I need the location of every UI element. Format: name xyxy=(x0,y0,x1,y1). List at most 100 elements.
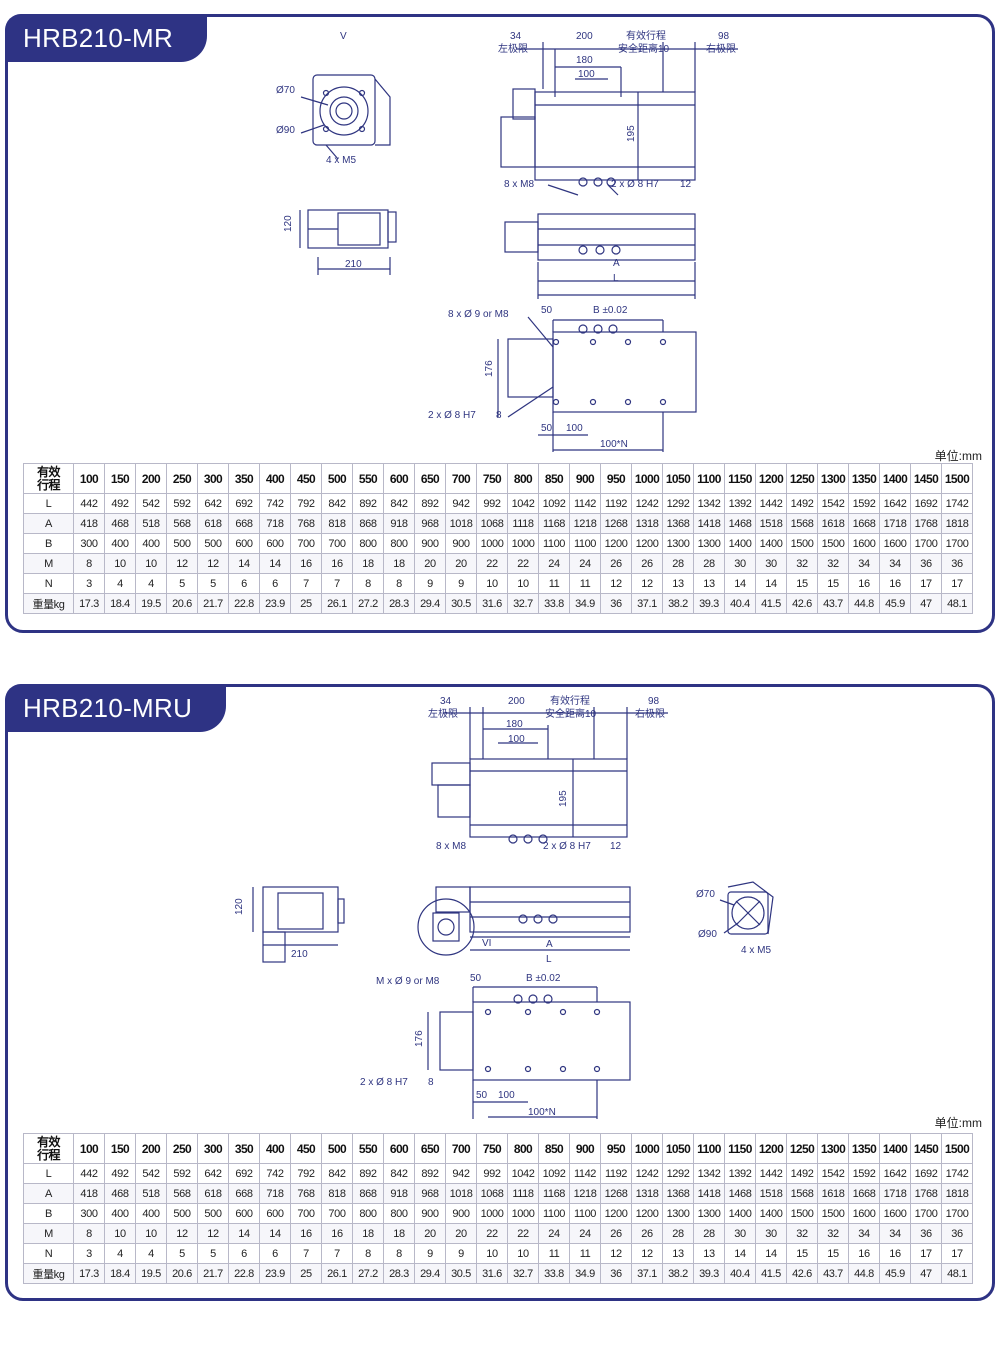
table-header-cell: 1400 xyxy=(879,463,911,494)
table-cell: 1618 xyxy=(817,513,849,534)
table-header-cell: 1450 xyxy=(910,463,942,494)
table-cell: 18 xyxy=(383,1223,415,1244)
table-cell: 1068 xyxy=(476,1183,508,1204)
table-cell: 37.1 xyxy=(631,1263,663,1284)
table-header-cell: 450 xyxy=(290,463,322,494)
table-header-cell: 1150 xyxy=(724,463,756,494)
table-header-cell: 300 xyxy=(197,1133,229,1164)
table-cell: 1168 xyxy=(538,513,570,534)
table-row-label: B xyxy=(23,533,74,554)
table-cell: 1600 xyxy=(879,1203,911,1224)
table-cell: 30 xyxy=(755,553,787,574)
table-cell: 25 xyxy=(290,1263,322,1284)
table-cell: 1000 xyxy=(476,1203,508,1224)
table-cell: 5 xyxy=(166,1243,198,1264)
table-cell: 1242 xyxy=(631,493,663,514)
table-cell: 20 xyxy=(445,1223,477,1244)
table-cell: 900 xyxy=(414,1203,446,1224)
table-header-cell: 1100 xyxy=(693,1133,725,1164)
flange-end-view xyxy=(719,881,774,935)
table-cell: 48.1 xyxy=(941,1263,973,1284)
table-cell: 1168 xyxy=(538,1183,570,1204)
table-header-cell: 150 xyxy=(104,463,136,494)
table-cell: 26 xyxy=(631,553,663,574)
table-row-label: A xyxy=(23,1183,74,1204)
table-cell: 1218 xyxy=(569,513,601,534)
label-right-limit: 右极限 xyxy=(635,707,665,720)
table-cell: 1518 xyxy=(755,1183,787,1204)
table-cell: 16 xyxy=(848,573,880,594)
table-cell: 468 xyxy=(104,1183,136,1204)
flange-side-view xyxy=(299,209,397,275)
front-view xyxy=(417,886,631,956)
table-cell: 23.9 xyxy=(259,1263,291,1284)
table-cell: 900 xyxy=(445,1203,477,1224)
dim-8xm8: 8 x M8 xyxy=(504,179,534,190)
table-cell: 21.7 xyxy=(197,1263,229,1284)
table-cell: 1468 xyxy=(724,513,756,534)
view-label-v: V xyxy=(340,31,347,42)
table-cell: 568 xyxy=(166,513,198,534)
table-cell: 1218 xyxy=(569,1183,601,1204)
table-cell: 1500 xyxy=(817,533,849,554)
table-cell: 22 xyxy=(507,1223,539,1244)
table-cell: 1068 xyxy=(476,513,508,534)
table-cell: 1100 xyxy=(569,533,601,554)
dim-phi90: Ø90 xyxy=(276,125,295,136)
table-cell: 992 xyxy=(476,493,508,514)
table-cell: 842 xyxy=(383,493,415,514)
table-header-cell: 700 xyxy=(445,463,477,494)
table-cell: 41.5 xyxy=(755,593,787,614)
table-cell: 1700 xyxy=(941,533,973,554)
dim-180: 180 xyxy=(506,719,523,730)
table-cell: 7 xyxy=(290,573,322,594)
technical-drawing-mr: V Ø70 Ø90 4 x M5 120 210 34 左极限 200 有效行程… xyxy=(276,29,738,452)
table-cell: 1600 xyxy=(879,533,911,554)
table-row-label: L xyxy=(23,1163,74,1184)
table-row-label: N xyxy=(23,573,74,594)
table-cell: 20 xyxy=(445,553,477,574)
table-cell: 16 xyxy=(290,553,322,574)
table-cell: 1400 xyxy=(755,1203,787,1224)
dim-4xm5: 4 x M5 xyxy=(741,945,771,956)
table-cell: 768 xyxy=(290,1183,322,1204)
table-cell: 36 xyxy=(941,553,973,574)
table-cell: 10 xyxy=(135,1223,167,1244)
table-cell: 28.3 xyxy=(383,1263,415,1284)
table-cell: 24 xyxy=(569,1223,601,1244)
label-left-limit: 左极限 xyxy=(498,42,528,55)
table-cell: 38.2 xyxy=(662,1263,694,1284)
table-cell: 10 xyxy=(476,573,508,594)
dim-l: L xyxy=(546,954,552,965)
dim-98: 98 xyxy=(648,696,660,707)
table-cell: 13 xyxy=(662,573,694,594)
table-cell: 792 xyxy=(290,1163,322,1184)
table-cell: 668 xyxy=(228,1183,260,1204)
table-cell: 1600 xyxy=(848,1203,880,1224)
table-cell: 1400 xyxy=(724,1203,756,1224)
table-cell: 1300 xyxy=(662,1203,694,1224)
table-cell: 800 xyxy=(352,533,384,554)
table-header-cell: 900 xyxy=(569,1133,601,1164)
table-cell: 1492 xyxy=(786,1163,818,1184)
table-cell: 9 xyxy=(445,1243,477,1264)
table-cell: 468 xyxy=(104,513,136,534)
dim-phi90: Ø90 xyxy=(698,929,717,940)
dim-195: 195 xyxy=(558,790,569,807)
table-cell: 13 xyxy=(693,1243,725,1264)
table-cell: 5 xyxy=(166,573,198,594)
table-cell: 600 xyxy=(259,1203,291,1224)
table-cell: 36 xyxy=(910,553,942,574)
table-cell: 28 xyxy=(662,553,694,574)
table-cell: 32 xyxy=(786,553,818,574)
table-cell: 18 xyxy=(352,553,384,574)
table-cell: 1818 xyxy=(941,513,973,534)
table-cell: 6 xyxy=(259,1243,291,1264)
